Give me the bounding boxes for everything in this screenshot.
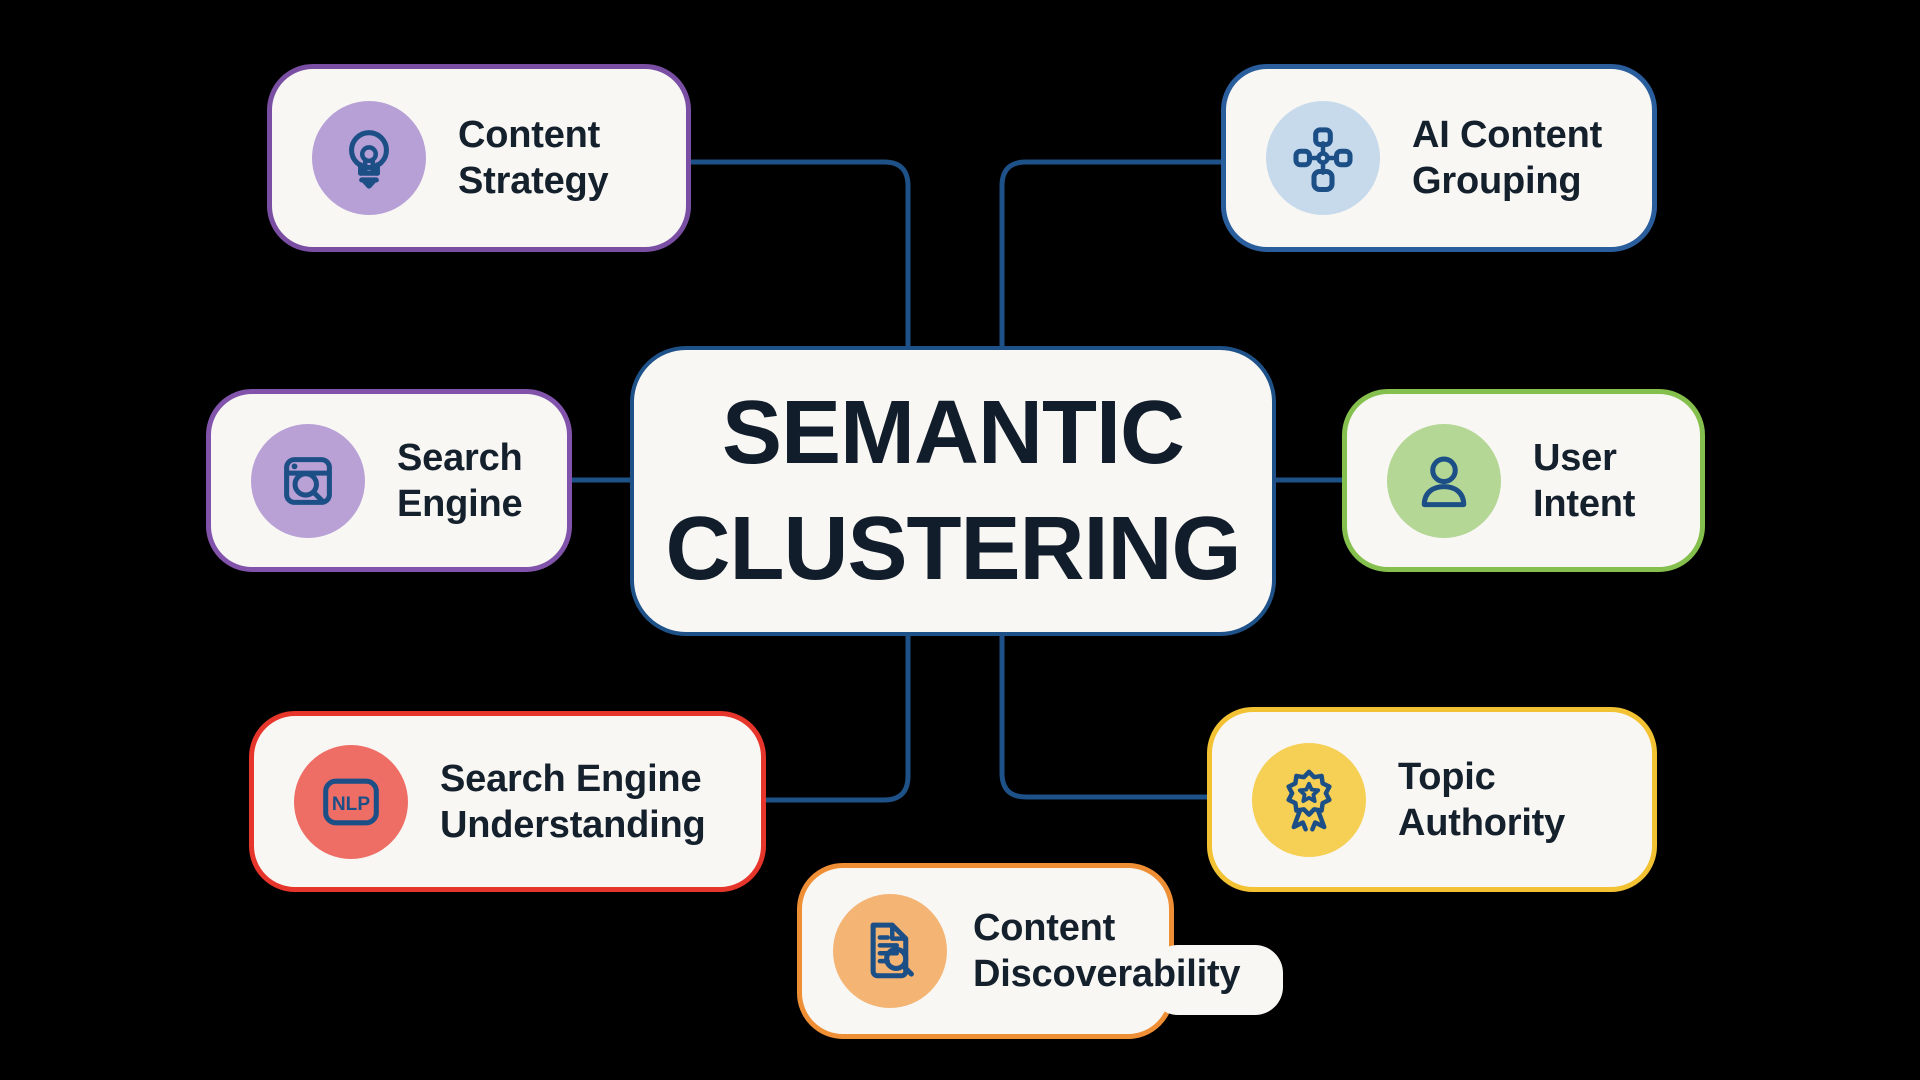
nlp-icon-text: NLP bbox=[332, 793, 370, 814]
node-label: Content Discoverability bbox=[973, 905, 1241, 997]
node-label-line2: Understanding bbox=[440, 803, 706, 846]
lightbulb-icon bbox=[312, 101, 426, 215]
browser-search-icon bbox=[251, 423, 365, 538]
connector-content-strategy bbox=[686, 159, 911, 349]
node-label: User Intent bbox=[1533, 435, 1635, 527]
node-search-engine-understanding: NLP Search Engine Understanding bbox=[249, 711, 766, 892]
node-label: Content Strategy bbox=[458, 112, 609, 204]
node-label-line2: Discoverability bbox=[973, 953, 1241, 995]
node-label-line1: Search bbox=[397, 436, 523, 479]
node-label-line1: Content bbox=[458, 114, 601, 156]
award-rosette-icon bbox=[1252, 742, 1366, 857]
central-title-line1: SEMANTIC bbox=[722, 383, 1185, 483]
node-content-discoverability: Content Discoverability bbox=[797, 863, 1283, 1039]
node-label-line2: Strategy bbox=[458, 160, 609, 202]
node-label-line2: Engine bbox=[397, 482, 523, 525]
node-label-line1: User bbox=[1533, 436, 1617, 479]
node-topic-authority: Topic Authority bbox=[1207, 707, 1657, 892]
label-overflow-tab bbox=[1150, 945, 1283, 1015]
node-label-line2: Grouping bbox=[1412, 160, 1582, 202]
document-search-icon bbox=[833, 894, 947, 1008]
node-label-line1: Search Engine bbox=[440, 757, 702, 800]
node-user-intent: User Intent bbox=[1342, 389, 1705, 572]
node-label: Search Engine Understanding bbox=[440, 756, 706, 848]
user-icon bbox=[1387, 423, 1501, 538]
node-content-strategy: Content Strategy bbox=[267, 64, 691, 252]
central-node-semantic-clustering: SEMANTIC CLUSTERING bbox=[630, 346, 1276, 636]
central-title-line2: CLUSTERING bbox=[665, 499, 1242, 599]
node-label-line1: Content bbox=[973, 907, 1116, 949]
node-label-line2: Authority bbox=[1398, 801, 1566, 844]
node-label: Search Engine bbox=[397, 435, 523, 527]
node-label: Topic Authority bbox=[1398, 754, 1565, 846]
node-label-line2: Intent bbox=[1533, 482, 1636, 525]
connector-search-engine-understanding bbox=[762, 632, 911, 803]
connector-ai-content-grouping bbox=[999, 159, 1224, 349]
connector-topic-authority bbox=[999, 632, 1210, 800]
sitemap-icon bbox=[1266, 101, 1380, 215]
nlp-badge-icon: NLP bbox=[294, 744, 408, 859]
node-ai-content-grouping: AI Content Grouping bbox=[1221, 64, 1657, 252]
node-label-line1: Topic bbox=[1398, 755, 1496, 798]
node-search-engine: Search Engine bbox=[206, 389, 572, 572]
node-label: AI Content Grouping bbox=[1412, 112, 1602, 204]
node-label-line1: AI Content bbox=[1412, 114, 1603, 156]
